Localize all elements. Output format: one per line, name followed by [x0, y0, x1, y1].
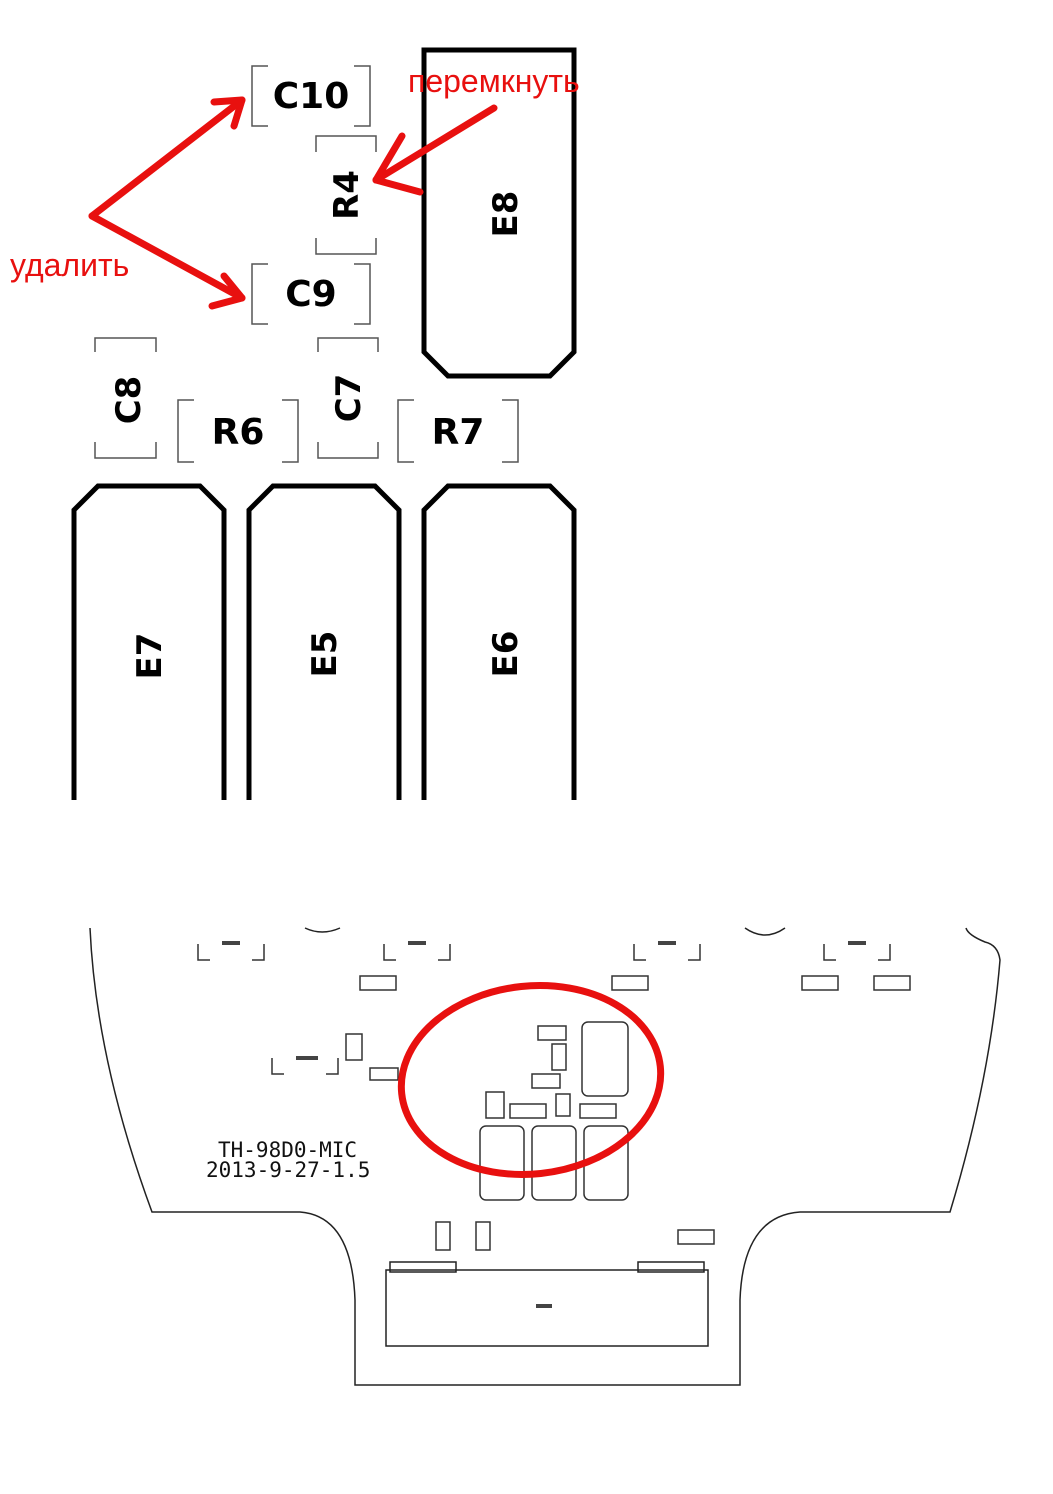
footprint-r7 [397, 399, 519, 463]
label-c8: C8 [109, 376, 149, 425]
mini-pad-e5 [531, 1125, 577, 1201]
board-view: TH-98D0-MIC 2013-9-27-1.5 [89, 927, 1001, 1386]
pad-e6 [421, 483, 577, 800]
highlight-circle [397, 982, 665, 1178]
zoomed-view: C10 R4 C9 E8 C8 R6 [10, 47, 580, 800]
label-c7: C7 [329, 374, 369, 423]
silkscreen-date: 2013-9-27-1.5 [206, 1158, 370, 1182]
tiny-labels [222, 941, 866, 1308]
label-e7: E7 [130, 633, 170, 680]
remove-arrows [88, 96, 246, 310]
pad-e5 [246, 483, 402, 800]
bridge-arrow [372, 104, 498, 196]
footprint-c7 [317, 337, 379, 459]
label-r6: R6 [212, 412, 265, 453]
connector [385, 1261, 709, 1347]
small-parts [345, 975, 911, 1251]
board-outline [89, 927, 1001, 1386]
remove-note: удалить [10, 247, 129, 283]
label-r4: R4 [327, 170, 367, 220]
bridge-note: перемкнуть [408, 63, 580, 99]
board-notch-left [304, 927, 341, 933]
footprint-r4 [315, 135, 377, 255]
mini-pad-e8 [581, 1021, 629, 1097]
footprint-c8 [94, 337, 157, 459]
footprint-c9 [251, 263, 371, 325]
label-e8: E8 [486, 191, 526, 238]
label-r7: R7 [432, 412, 485, 453]
mini-pad-e7 [479, 1125, 525, 1201]
footprint-c10 [251, 65, 371, 127]
pad-e7 [71, 483, 227, 800]
label-e6: E6 [486, 631, 526, 678]
pad-e8 [421, 47, 577, 379]
silkscreen-model: TH-98D0-MIC [218, 1138, 357, 1162]
top-brackets [197, 944, 891, 1075]
footprint-r6 [177, 399, 299, 463]
label-c10: C10 [273, 76, 350, 117]
board-notch-right [744, 927, 786, 936]
label-e5: E5 [305, 631, 345, 678]
label-c9: C9 [285, 274, 336, 315]
